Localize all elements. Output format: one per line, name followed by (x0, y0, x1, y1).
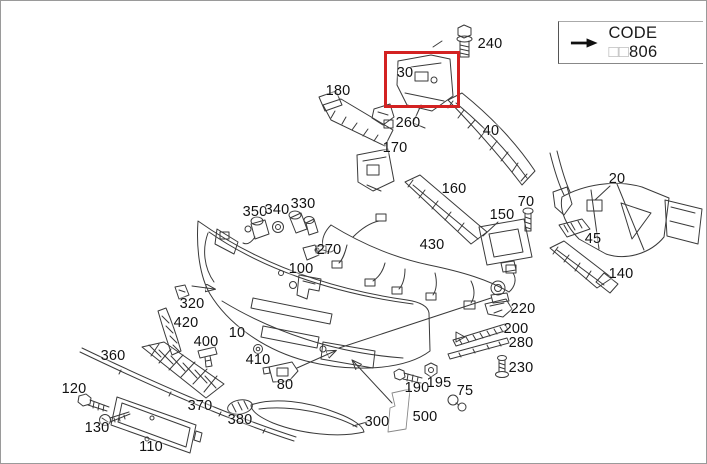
bracket-80-drawing (262, 361, 299, 383)
wiring-harness-430-drawing (315, 213, 517, 310)
rivet-410-drawing (253, 344, 263, 354)
tow-loop-drawing (338, 280, 510, 349)
legend-code-text: CODE □□806 (608, 24, 703, 62)
front-bumper-fascia-drawing (197, 220, 431, 369)
side-bracket-20-drawing (549, 150, 703, 258)
bracket-30-drawing (396, 40, 454, 129)
nozzle-270-drawing (302, 244, 335, 261)
grommet-340-drawing (272, 221, 284, 233)
bolt-240-drawing (456, 24, 473, 58)
sensor-350-drawing (242, 216, 270, 245)
screw-230-drawing (495, 355, 509, 378)
screw-130-drawing (99, 411, 131, 426)
fog-lamp-housing-150-drawing (478, 218, 533, 273)
legend-right-arrow-icon (570, 37, 598, 48)
clip-260-drawing (371, 103, 395, 126)
foam-absorber-160-drawing (404, 174, 488, 245)
clip-220-drawing (484, 298, 513, 318)
clip-320-drawing (174, 284, 190, 300)
pump-bracket-180-drawing (318, 90, 394, 147)
bolt-120-drawing (77, 393, 110, 412)
strip-200-drawing (452, 323, 509, 347)
spoiler-lip-300-drawing (250, 400, 368, 436)
clip-400-drawing (197, 346, 218, 368)
legend-code-prefix: CODE (608, 23, 658, 42)
arrow-to-recess-left (296, 351, 335, 369)
mesh-grille-370-drawing (141, 341, 225, 399)
trim-strip-360-drawing (79, 347, 297, 442)
bolt-190-drawing (393, 368, 423, 384)
highlight-box-part-30 (384, 51, 460, 108)
grommet-75-drawing (447, 394, 467, 412)
screw-70-drawing (522, 207, 534, 232)
code-legend: CODE □□806 (558, 21, 703, 64)
arrow-clip-320 (191, 286, 214, 289)
strip-280-drawing (447, 337, 510, 360)
bracket-100-drawing (296, 274, 322, 300)
bracket-170-drawing (356, 148, 395, 192)
arrow-to-recess-right (353, 361, 393, 404)
legend-code-number: 806 (629, 42, 658, 61)
pad-45-drawing (558, 218, 591, 238)
legend-code-placeholder-boxes: □□ (608, 42, 629, 61)
bumper-reinforcement-40-drawing (447, 92, 536, 186)
sensor-330-drawing (288, 210, 319, 236)
strip-420-drawing (157, 307, 182, 356)
pointer-arrows (191, 286, 393, 404)
license-plate-bracket-110-drawing (110, 396, 203, 454)
lower-beam-140-drawing (549, 240, 619, 294)
film-500-drawing (387, 388, 411, 433)
nut-195-drawing (424, 362, 438, 378)
